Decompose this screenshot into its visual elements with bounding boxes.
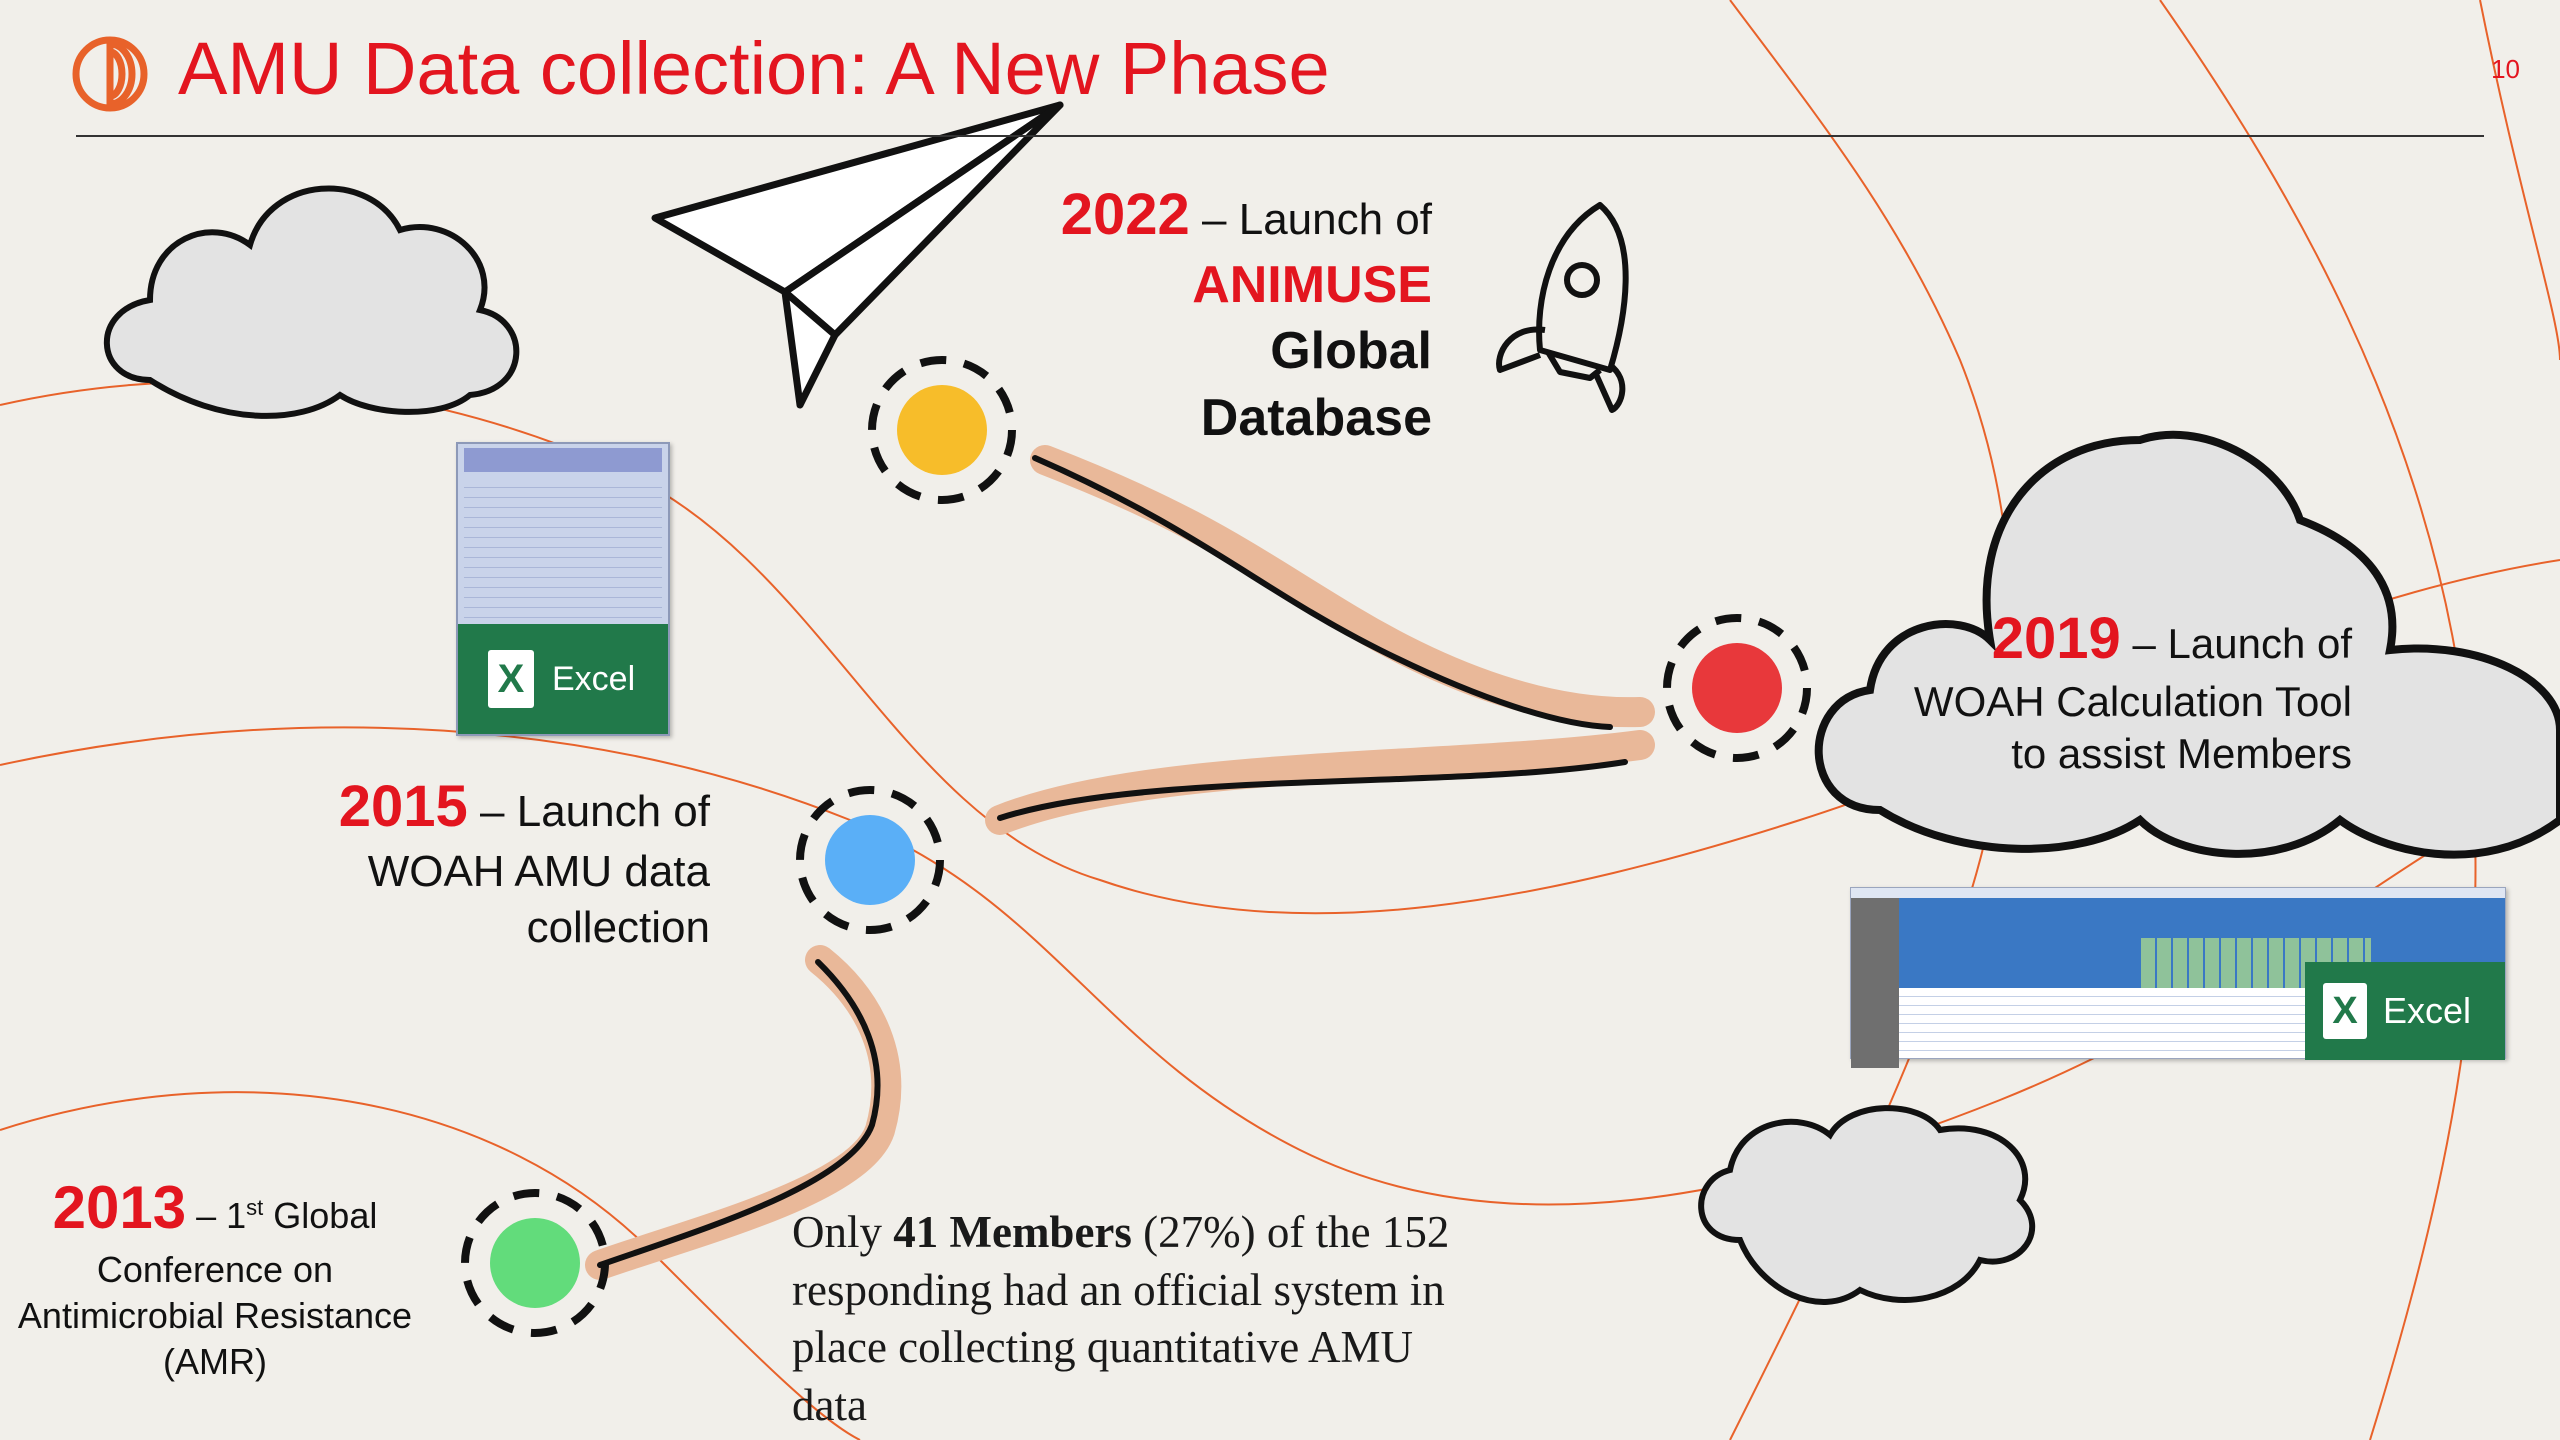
note-text: (27%) of the 152 responding had an offic…	[792, 1207, 1450, 1430]
milestone-2013: 2013 – 1st Global Conference on Antimicr…	[0, 1170, 430, 1385]
milestone-year: 2015	[338, 774, 468, 839]
survey-note: Only 41 Members (27%) of the 152 respond…	[792, 1204, 1452, 1434]
milestone-name: ANIMUSE	[1192, 255, 1432, 314]
excel-screenshot-calculation-tool: X Excel	[1850, 887, 2506, 1068]
milestone-text: Global	[263, 1195, 378, 1236]
milestone-line: Antimicrobial Resistance	[17, 1294, 413, 1336]
milestone-text: – Launch of	[467, 787, 710, 836]
note-highlight: 41 Members	[893, 1207, 1132, 1257]
milestone-year: 2022	[1060, 182, 1190, 247]
sheet-header-band	[464, 448, 662, 472]
excel-label: Excel	[552, 659, 636, 698]
milestone-line: Database	[1200, 388, 1432, 447]
paper-plane-icon	[651, 101, 1064, 409]
page-title: AMU Data collection: A New Phase	[178, 27, 1330, 110]
rocket-icon	[1496, 202, 1629, 413]
cloud-icon	[1698, 1105, 2036, 1305]
cloud-icon	[103, 185, 520, 419]
excel-badge: X Excel	[458, 624, 668, 734]
header-divider	[76, 135, 2484, 137]
milestone-line: Conference on	[96, 1248, 334, 1290]
milestone-2015: 2015 – Launch of WOAH AMU data collectio…	[250, 770, 710, 955]
milestone-dot-2019	[1663, 614, 1811, 762]
milestone-2019: 2019 – Launch of WOAH Calculation Tool t…	[1820, 603, 2352, 781]
note-text: Only	[792, 1207, 894, 1257]
cloud-icon	[1814, 430, 2560, 859]
excel-icon: X	[488, 650, 534, 708]
milestone-line: Global	[1270, 322, 1432, 381]
milestone-2022: 2022 – Launch of ANIMUSE Global Database	[1020, 178, 1432, 451]
excel-label: Excel	[2383, 990, 2472, 1031]
milestone-line: (AMR)	[163, 1340, 267, 1382]
logo-icon	[72, 36, 148, 112]
milestone-year: 2019	[1991, 606, 2121, 671]
sheet-rows	[464, 478, 662, 628]
milestone-line: WOAH AMU data	[367, 846, 710, 896]
excel-badge: X Excel	[2305, 962, 2505, 1060]
milestone-line: to assist Members	[2011, 730, 2352, 777]
milestone-text: – 1	[186, 1195, 247, 1236]
milestone-text: – Launch of	[1189, 195, 1432, 244]
timeline-path	[585, 445, 1655, 1280]
excel-screenshot-questionnaire: X Excel	[456, 442, 670, 736]
milestone-text: – Launch of	[2120, 620, 2352, 667]
page-number: 10	[2491, 54, 2520, 84]
milestone-superscript: st	[246, 1195, 264, 1220]
excel-icon: X	[2323, 983, 2367, 1039]
milestone-dot-2013	[461, 1189, 609, 1337]
milestone-dot-2015	[796, 786, 944, 934]
milestone-line: WOAH Calculation Tool	[1913, 677, 2352, 725]
sheet-row-header	[1851, 898, 1899, 1068]
milestone-dot-2022	[868, 356, 1016, 504]
milestone-line: collection	[526, 902, 710, 952]
milestone-year: 2013	[52, 1174, 187, 1241]
sheet-top-band	[1851, 888, 2505, 898]
